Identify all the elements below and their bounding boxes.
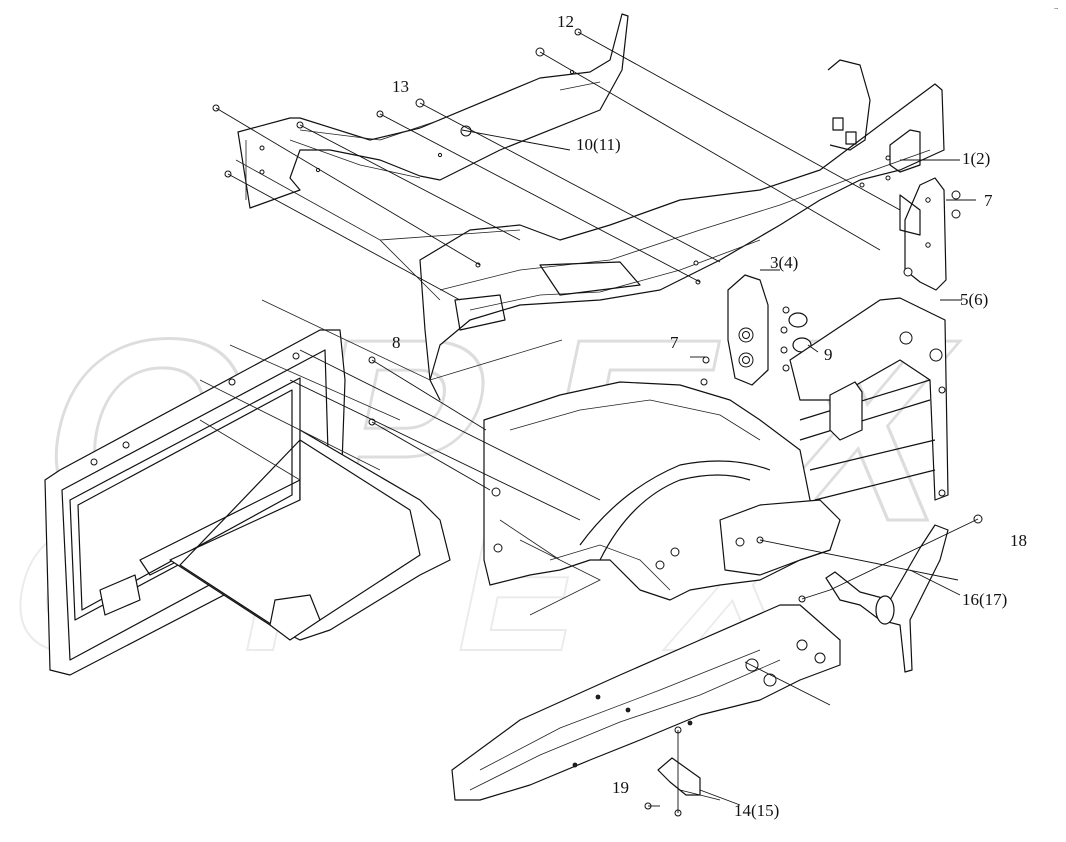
bracket-1	[899, 177, 947, 291]
lower-step-support	[451, 604, 841, 801]
callout-5-6: 5(6)	[960, 290, 988, 309]
callout-18: 18	[1010, 531, 1027, 550]
callout-9: 9	[824, 345, 833, 364]
corner-mark: …	[1054, 4, 1058, 11]
callout-14-15: 14(15)	[734, 801, 779, 820]
rear-upper-panel	[237, 13, 629, 209]
callout-8: 8	[392, 333, 401, 352]
callout-19: 19	[612, 778, 629, 797]
wheel-arch-fender	[483, 381, 841, 601]
callout-labels: 12 13 10(11) 1(2) 7 3(4) 5(6) 8 7 9 18 1…	[392, 12, 1027, 820]
storage-box	[44, 329, 451, 676]
bracket-16	[825, 524, 949, 673]
callout-10-11: 10(11)	[576, 135, 621, 154]
callout-3-4: 3(4)	[770, 253, 798, 272]
bracket-3	[727, 274, 769, 386]
callout-7-upper: 7	[984, 191, 993, 210]
callout-16-17: 16(17)	[962, 590, 1007, 609]
leader-lines	[199, 31, 979, 813]
callout-13: 13	[392, 77, 409, 96]
rear-end-frame	[789, 297, 949, 501]
callout-1-2: 1(2)	[962, 149, 990, 168]
fasteners	[212, 28, 983, 817]
callout-7-lower: 7	[670, 333, 679, 352]
callout-12: 12	[557, 12, 574, 31]
